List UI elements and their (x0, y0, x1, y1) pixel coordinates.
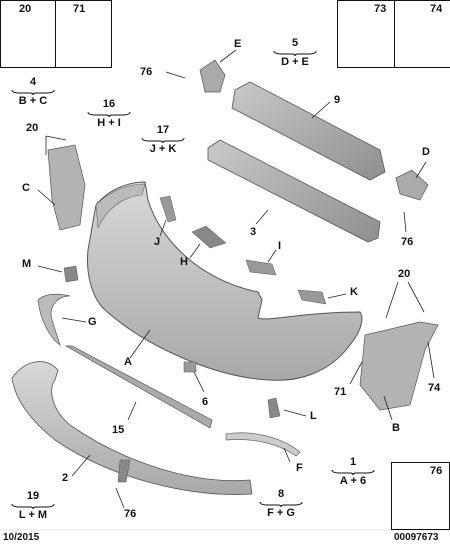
rear-bumper-cover (87, 181, 363, 381)
strip-15 (64, 345, 213, 429)
group-number: 5 (291, 37, 299, 49)
lower-diffuser (11, 361, 253, 495)
callout-6: 6 (202, 396, 209, 408)
part-box-20-71 (0, 0, 112, 68)
callout-3: 3 (250, 226, 257, 238)
clip-i (245, 259, 277, 276)
callout-g: G (88, 316, 97, 328)
group-value: H + I (97, 117, 121, 129)
box-number: 74 (430, 3, 443, 15)
strip-g (37, 293, 71, 346)
callout-71: 71 (334, 386, 347, 398)
group-number: 4 (29, 76, 37, 88)
part-box-73-74 (337, 0, 450, 68)
bracket-c (47, 144, 86, 231)
bracket-b (359, 321, 439, 411)
box-number: 73 (374, 3, 387, 15)
callout-76: 76 (401, 236, 414, 248)
part-box-76 (391, 462, 450, 530)
absorber-bar (231, 81, 386, 181)
clip-k (297, 289, 327, 305)
clip-h (191, 225, 227, 249)
callout-b: B (392, 422, 400, 434)
group-number: 1 (349, 456, 357, 468)
strip-f (225, 432, 301, 457)
leader-lines (37, 49, 435, 509)
bracket-d (395, 169, 429, 201)
callout-j: J (154, 236, 161, 248)
bumper-beam (207, 139, 381, 243)
group-number: 17 (156, 124, 170, 136)
callout-74: 74 (428, 382, 441, 394)
callout-e: E (234, 38, 242, 50)
group-8: 8 F + G (258, 488, 304, 519)
group-value: L + M (18, 509, 48, 521)
group-number: 19 (26, 490, 40, 502)
group-16: 16 H + I (86, 98, 132, 129)
callout-a: A (124, 356, 132, 368)
callout-d: D (422, 146, 430, 158)
clip-m (63, 265, 79, 283)
callout-i: I (278, 240, 282, 252)
group-4: 4 B + C (10, 76, 56, 107)
callout-20: 20 (398, 268, 411, 280)
group-value: J + K (149, 143, 177, 155)
callout-h: H (180, 256, 188, 268)
footer-date: 10/2015 (3, 532, 40, 543)
callout-15: 15 (112, 424, 125, 436)
group-1: 1 A + 6 (330, 456, 376, 487)
callout-c: C (22, 182, 30, 194)
callout-f: F (296, 462, 303, 474)
box-number: 71 (73, 3, 86, 15)
diffuser-tab (117, 459, 131, 483)
callout-76: 76 (140, 66, 153, 78)
callout-76: 76 (124, 508, 137, 520)
callout-l: L (310, 410, 317, 422)
callout-k: K (350, 286, 358, 298)
box-number: 20 (19, 3, 32, 15)
group-17: 17 J + K (140, 124, 186, 155)
clip-j (159, 195, 177, 223)
callout-20: 20 (26, 122, 39, 134)
group-value: F + G (267, 507, 295, 519)
group-number: 16 (102, 98, 116, 110)
callout-m: M (22, 258, 32, 270)
footer-ref: 00097673 (394, 532, 439, 543)
bracket-e (199, 59, 226, 93)
callout-2: 2 (62, 472, 69, 484)
box-number: 76 (430, 465, 443, 477)
group-19: 19 L + M (10, 490, 56, 521)
tow-cover (183, 361, 197, 373)
group-value: A + 6 (339, 475, 367, 487)
bumper-top-edge (95, 183, 146, 229)
clip-l (267, 397, 281, 419)
group-value: B + C (18, 95, 48, 107)
callout-9: 9 (334, 94, 341, 106)
group-value: D + E (281, 56, 309, 68)
group-5: 5 D + E (272, 37, 318, 68)
group-number: 8 (277, 488, 285, 500)
